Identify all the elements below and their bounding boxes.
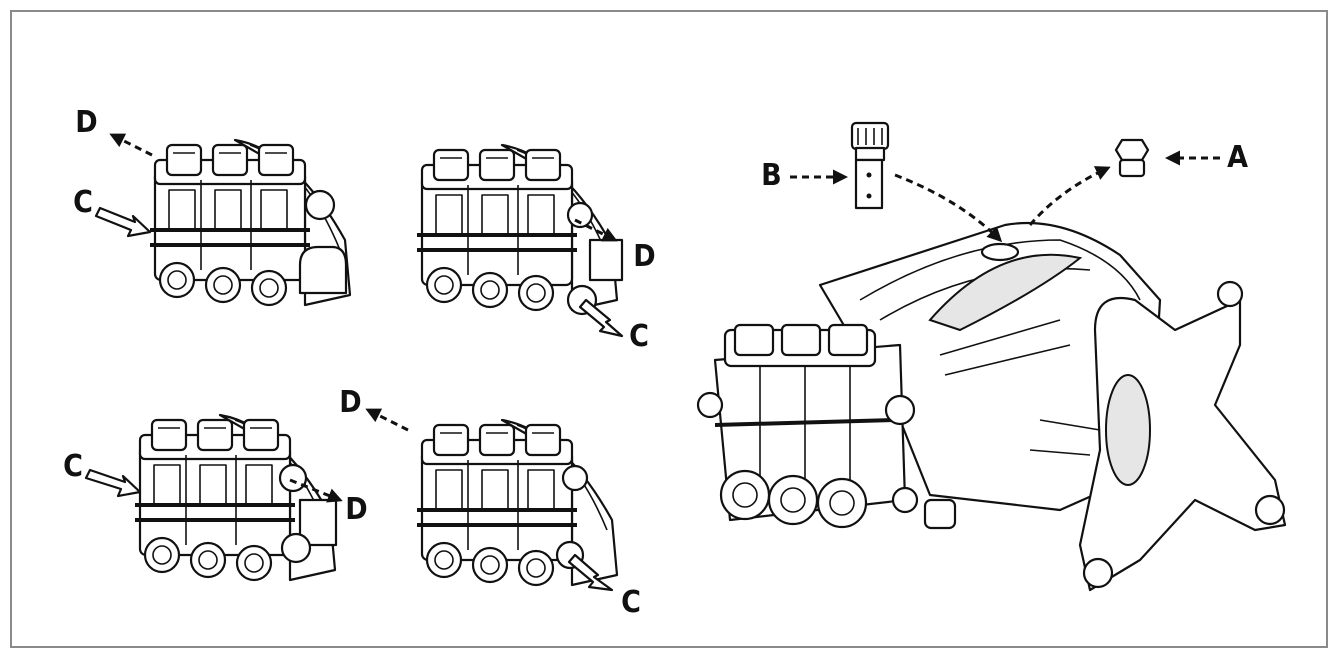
label-c: C: [63, 449, 83, 484]
part-b-oil-cap: [850, 121, 890, 210]
label-c: C: [73, 185, 93, 220]
pump-view-top-middle: [415, 143, 624, 338]
arrow-port-to-a: [1028, 166, 1111, 226]
label-c: C: [621, 585, 641, 620]
arrow-d: [365, 408, 409, 432]
outlet-port: [304, 189, 336, 221]
label-d: D: [75, 105, 98, 140]
pump-view-bottom-left: [84, 413, 343, 582]
arrow-c: [578, 298, 624, 338]
pump-view-top-left: [94, 133, 352, 307]
arrow-d: [109, 133, 153, 157]
label-d: D: [633, 239, 656, 274]
pump-main-view: [696, 221, 1287, 592]
arrow-c: [84, 468, 142, 498]
arrow-d: [574, 218, 618, 242]
pump-view-bottom-middle: [365, 408, 619, 592]
arrow-b-to-port: [894, 173, 1003, 243]
arrow-c: [94, 206, 152, 238]
arrow-c: [567, 553, 614, 592]
label-c: C: [629, 319, 649, 354]
arrow-d: [289, 478, 343, 503]
label-d: D: [339, 385, 362, 420]
part-a-plug: [1114, 138, 1150, 178]
label-a: A: [1227, 140, 1249, 175]
label-d: D: [345, 492, 368, 527]
label-b: B: [761, 158, 782, 193]
